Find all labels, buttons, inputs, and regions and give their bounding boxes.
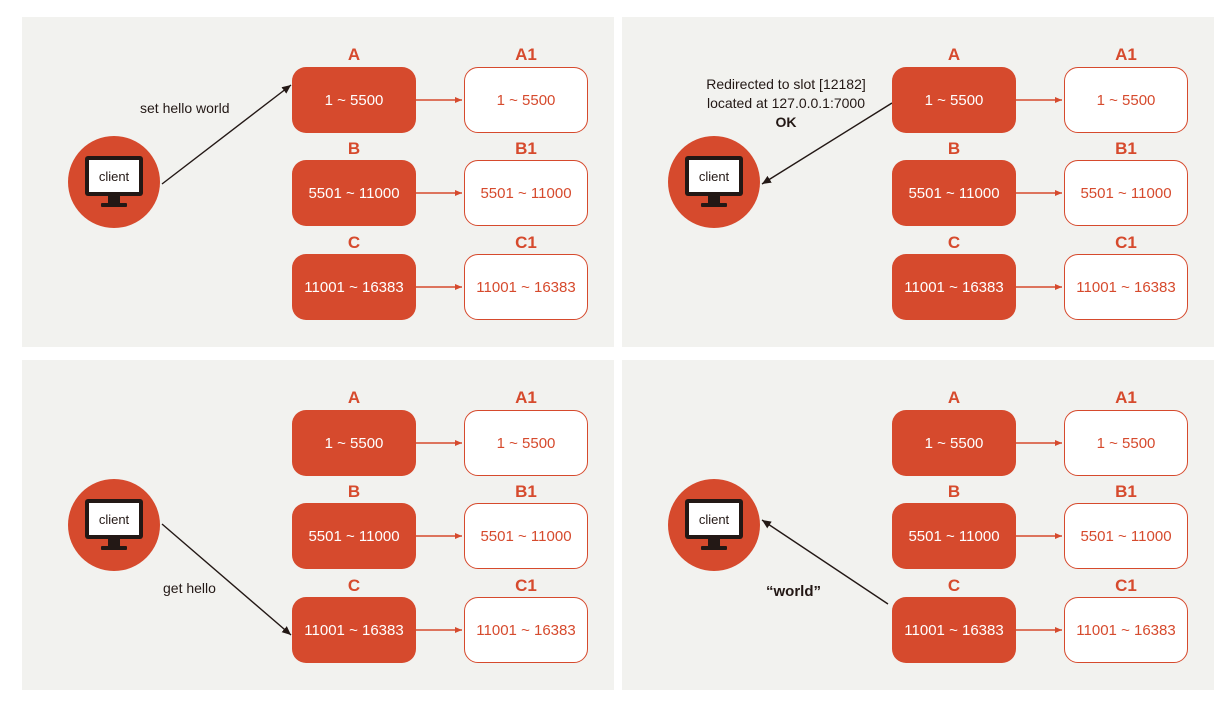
response-annotation: “world”	[766, 583, 821, 600]
node-b1-label: B1	[1115, 139, 1137, 158]
node-b-label: B	[947, 482, 961, 501]
node-c1-label: C1	[1115, 576, 1137, 595]
request-arrow	[161, 523, 292, 636]
master-node-a: 1 ~ 5500	[892, 67, 1016, 133]
master-node-c: 11001 ~ 16383	[892, 597, 1016, 663]
panel-get-hello: client A 1 ~ 5500 A1 1 ~ 5500 B 5501 ~ 1…	[22, 360, 614, 690]
replica-node-a1: 1 ~ 5500	[1064, 410, 1188, 476]
replica-node-c1: 11001 ~ 16383	[1064, 254, 1188, 320]
redirect-address-text: located at 127.0.0.1:7000	[706, 95, 866, 111]
master-node-c: 11001 ~ 16383	[292, 597, 416, 663]
node-a-label: A	[347, 45, 361, 64]
master-node-c: 11001 ~ 16383	[292, 254, 416, 320]
client-icon: client	[668, 136, 760, 228]
node-a1-label: A1	[1115, 388, 1137, 407]
master-node-b: 5501 ~ 11000	[892, 503, 1016, 569]
client-label: client	[89, 503, 139, 535]
replica-node-c1: 11001 ~ 16383	[464, 254, 588, 320]
node-a-label: A	[347, 388, 361, 407]
node-b-label: B	[347, 482, 361, 501]
replica-node-c1: 11001 ~ 16383	[1064, 597, 1188, 663]
redirect-ok-text: OK	[775, 114, 797, 130]
master-node-a: 1 ~ 5500	[292, 410, 416, 476]
panel-world-response: client A 1 ~ 5500 A1 1 ~ 5500 B 5501 ~ 1…	[622, 360, 1214, 690]
replica-node-b1: 5501 ~ 11000	[1064, 503, 1188, 569]
client-label: client	[89, 160, 139, 192]
connector-arrows	[161, 440, 462, 636]
replica-node-b1: 5501 ~ 11000	[464, 503, 588, 569]
node-c-label: C	[347, 233, 361, 252]
node-a1-label: A1	[515, 45, 537, 64]
node-c-label: C	[947, 576, 961, 595]
client-icon: client	[68, 479, 160, 571]
client-icon: client	[68, 136, 160, 228]
redirect-slot-text: Redirected to slot [12182]	[706, 76, 866, 92]
node-c1-label: C1	[515, 233, 537, 252]
node-c1-label: C1	[1115, 233, 1137, 252]
master-node-a: 1 ~ 5500	[292, 67, 416, 133]
master-node-b: 5501 ~ 11000	[892, 160, 1016, 226]
node-b1-label: B1	[515, 139, 537, 158]
client-label: client	[689, 160, 739, 192]
node-b1-label: B1	[1115, 482, 1137, 501]
node-b1-label: B1	[515, 482, 537, 501]
node-a1-label: A1	[515, 388, 537, 407]
command-annotation: get hello	[163, 580, 216, 596]
node-a-label: A	[947, 45, 961, 64]
node-b-label: B	[347, 139, 361, 158]
response-arrow	[761, 519, 889, 605]
node-c1-label: C1	[515, 576, 537, 595]
replica-node-a1: 1 ~ 5500	[464, 67, 588, 133]
master-node-b: 5501 ~ 11000	[292, 160, 416, 226]
replica-node-c1: 11001 ~ 16383	[464, 597, 588, 663]
replica-node-a1: 1 ~ 5500	[464, 410, 588, 476]
redirect-annotation: Redirected to slot [12182] located at 12…	[686, 75, 886, 132]
replica-node-b1: 5501 ~ 11000	[464, 160, 588, 226]
client-label: client	[689, 503, 739, 535]
node-c-label: C	[347, 576, 361, 595]
request-arrow	[161, 84, 292, 185]
connector-arrows	[761, 440, 1062, 633]
node-c-label: C	[947, 233, 961, 252]
panel-redirected: client A 1 ~ 5500 A1 1 ~ 5500 B 5501 ~ 1…	[622, 17, 1214, 347]
node-b-label: B	[947, 139, 961, 158]
replica-node-a1: 1 ~ 5500	[1064, 67, 1188, 133]
master-node-c: 11001 ~ 16383	[892, 254, 1016, 320]
connector-arrows	[761, 97, 1062, 290]
master-node-b: 5501 ~ 11000	[292, 503, 416, 569]
replica-node-b1: 5501 ~ 11000	[1064, 160, 1188, 226]
node-a1-label: A1	[1115, 45, 1137, 64]
connector-arrows	[161, 84, 462, 290]
master-node-a: 1 ~ 5500	[892, 410, 1016, 476]
command-annotation: set hello world	[140, 100, 230, 116]
node-a-label: A	[947, 388, 961, 407]
redirect-arrow	[761, 102, 893, 185]
panel-set-hello-world: client A 1 ~ 5500 A1 1 ~ 5500 B 5501 ~ 1…	[22, 17, 614, 347]
client-icon: client	[668, 479, 760, 571]
